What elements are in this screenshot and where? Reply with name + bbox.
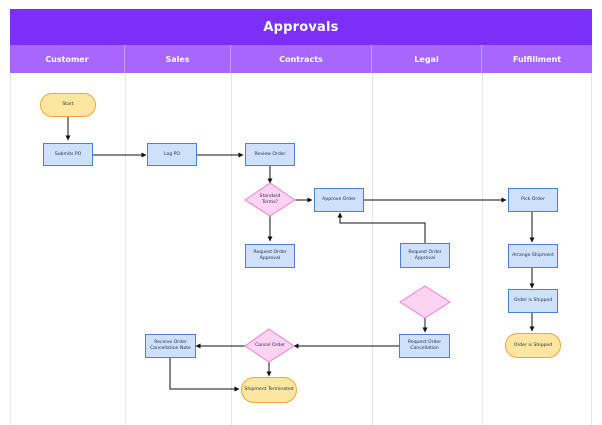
approve-order-step: Approve Order <box>314 188 364 212</box>
connector <box>169 358 240 392</box>
lane-divider <box>10 73 11 425</box>
lane-divider <box>591 73 592 425</box>
start-terminal: Start <box>40 93 96 117</box>
lane-header-legal: Legal <box>372 45 482 73</box>
receive-order-cancellation-note-step: Receive Order Cancellation Note <box>145 334 196 358</box>
arrange-shipment-step: Arrange Shipment <box>508 244 558 268</box>
request-order-approval-legal-step: Request Order Approval <box>400 243 450 268</box>
lane-header-contracts: Contracts <box>231 45 372 73</box>
approval-decision-label <box>404 292 446 312</box>
cancel-order-decision <box>244 328 295 363</box>
lane-header-sales: Sales <box>125 45 231 73</box>
log-po-step: Log PO <box>147 143 197 166</box>
pick-order-step: Pick Order <box>508 188 558 212</box>
lane-divider <box>372 73 373 425</box>
standard-terms-label: Standard Terms? <box>259 194 281 205</box>
cancel-order-label: Cancel Order <box>254 343 286 349</box>
lane-header-fulfillment: Fulfillment <box>512 54 562 64</box>
submits-po-step: Submits PO <box>43 143 93 166</box>
lane-divider <box>482 73 483 425</box>
standard-terms-decision <box>244 182 296 217</box>
review-order-step: Review Order <box>245 143 295 166</box>
request-order-cancellation-step: Request Order Cancellation <box>399 334 450 358</box>
lane-divider <box>231 73 232 425</box>
approval-decision <box>399 285 451 319</box>
swimlanes <box>10 73 592 425</box>
order-is-shipped-step: Order is Shipped <box>508 289 558 313</box>
connector <box>337 212 426 243</box>
shipment-terminated-terminal: Shipment Terminated <box>241 377 297 403</box>
order-shipped-terminal: Order is Shipped <box>505 333 561 358</box>
lane-divider <box>125 73 126 425</box>
swimlane-header-row: Customer Sales Contracts Legal Fulfillme… <box>10 45 592 73</box>
diagram-title: Approvals <box>10 9 592 45</box>
lane-header-customer: Customer <box>10 45 125 73</box>
request-order-approval-contracts-step: Request Order Approval <box>245 244 295 268</box>
